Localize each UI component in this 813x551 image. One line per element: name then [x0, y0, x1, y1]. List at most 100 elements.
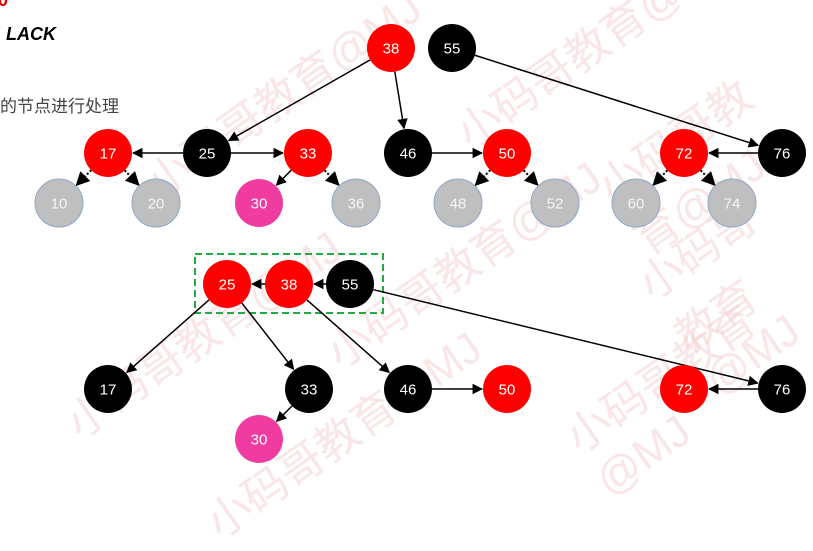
top-node-10: 10: [34, 178, 84, 228]
node-label: 48: [450, 196, 467, 213]
bottom-node-38: 38: [265, 260, 313, 308]
top-edge-t38-t25: [227, 59, 371, 142]
bottom-node-30: 30: [235, 415, 283, 463]
node-circle: [203, 260, 251, 308]
top-node-30: 30: [235, 179, 283, 227]
top-edge-t33-t36: [323, 169, 340, 186]
node-label: 38: [383, 41, 400, 58]
bottom-node-17: 17: [84, 365, 132, 413]
node-circle: [183, 129, 231, 177]
top-node-46: 46: [384, 129, 432, 177]
top-node-20: 20: [131, 178, 181, 228]
node-label: 52: [547, 196, 564, 213]
top-node-50: 50: [483, 129, 531, 177]
node-label: 76: [774, 146, 791, 163]
node-label: 17: [100, 146, 117, 163]
bottom-node-33: 33: [285, 365, 333, 413]
bottom-node-50: 50: [483, 365, 531, 413]
node-circle: [84, 365, 132, 413]
top-edge-t38-t46: [394, 71, 408, 130]
node-circle: [331, 178, 381, 228]
top-node-74: 74: [707, 178, 757, 228]
node-circle: [384, 129, 432, 177]
node-circle: [131, 178, 181, 228]
top-node-36: 36: [331, 178, 381, 228]
nodes-layer: 38 55 17 25 33 46 50 72 76 10 20 30 36 48 52 60 74 25 38 55…: [34, 24, 806, 463]
node-label: 74: [724, 196, 741, 213]
node-label: 36: [348, 196, 365, 213]
top-node-55: 55: [428, 24, 476, 72]
node-label: 25: [199, 146, 216, 163]
node-label: 38: [281, 277, 298, 294]
top-node-76: 76: [758, 129, 806, 177]
node-circle: [326, 260, 374, 308]
node-circle: [660, 129, 708, 177]
node-label: 17: [100, 382, 117, 399]
top-edge-t50-t52: [522, 169, 539, 186]
node-label: 72: [676, 382, 693, 399]
top-edge-t50-t48: [474, 169, 491, 187]
bottom-node-72: 72: [660, 365, 708, 413]
node-circle: [483, 129, 531, 177]
node-circle: [367, 24, 415, 72]
top-node-38: 38: [367, 24, 415, 72]
top-node-52: 52: [530, 178, 580, 228]
node-circle: [265, 260, 313, 308]
tree-diagram: 38 55 17 25 33 46 50 72 76 10 20 30 36 48 52 60 74 25 38 55…: [34, 24, 806, 463]
top-edge-t72-t60: [652, 169, 669, 186]
node-circle: [34, 178, 84, 228]
bottom-node-25: 25: [203, 260, 251, 308]
node-label: 46: [400, 382, 417, 399]
node-label: 46: [400, 146, 417, 163]
node-label: 72: [676, 146, 693, 163]
node-circle: [284, 129, 332, 177]
bottom-edge-b25-b17: [125, 299, 210, 374]
heading-subtitle: 的节点进行处理: [0, 97, 119, 116]
node-label: 33: [300, 146, 317, 163]
node-circle: [530, 178, 580, 228]
node-label: 25: [219, 277, 236, 294]
top-node-25: 25: [183, 129, 231, 177]
top-edge-t72-t74: [699, 169, 716, 186]
node-label: 20: [148, 196, 165, 213]
bottom-node-46: 46: [384, 365, 432, 413]
top-node-33: 33: [284, 129, 332, 177]
node-circle: [758, 129, 806, 177]
node-circle: [758, 365, 806, 413]
split-subtree-box: [194, 253, 384, 314]
bottom-edge-b33-b30: [275, 405, 293, 423]
node-circle: [285, 365, 333, 413]
node-label: 50: [499, 146, 516, 163]
node-circle: [483, 365, 531, 413]
bottom-edge-b38-b46: [306, 299, 391, 374]
bottom-edge-b25-b33: [241, 302, 295, 371]
heading-mark: 0: [0, 0, 9, 10]
node-label: 55: [444, 41, 461, 58]
node-label: 50: [499, 382, 516, 399]
node-circle: [428, 24, 476, 72]
node-circle: [384, 365, 432, 413]
node-circle: [235, 179, 283, 227]
node-label: 10: [51, 196, 68, 213]
node-label: 30: [251, 196, 268, 213]
node-label: 33: [301, 382, 318, 399]
top-edge-t17-t20: [123, 169, 140, 186]
bottom-node-55: 55: [326, 260, 374, 308]
node-label: 55: [342, 277, 359, 294]
top-edge-t17-t10: [75, 169, 92, 187]
node-circle: [433, 178, 483, 228]
top-node-72: 72: [660, 129, 708, 177]
node-circle: [660, 365, 708, 413]
bottom-node-76: 76: [758, 365, 806, 413]
edges-layer: [75, 54, 760, 423]
heading-title: LACK: [6, 24, 56, 44]
bottom-edge-b55-b76: [373, 288, 759, 386]
node-label: 30: [251, 432, 268, 449]
node-circle: [707, 178, 757, 228]
node-circle: [611, 178, 661, 228]
node-label: 76: [774, 382, 791, 399]
node-label: 60: [628, 196, 645, 213]
node-circle: [235, 415, 283, 463]
node-circle: [84, 129, 132, 177]
top-node-48: 48: [433, 178, 483, 228]
